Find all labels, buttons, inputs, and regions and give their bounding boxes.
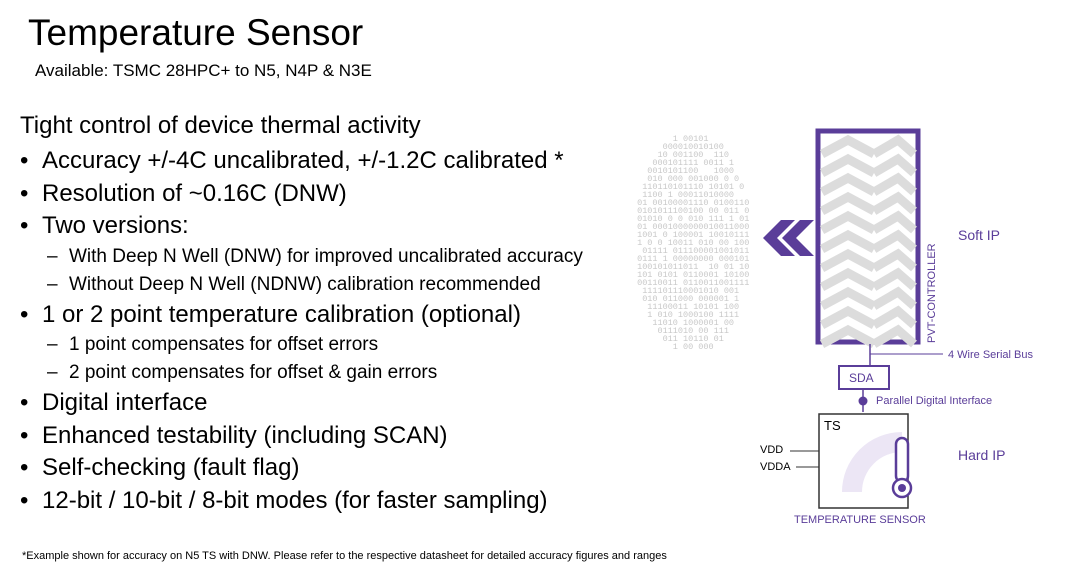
svg-text:111101110001010 001: 111101110001010 001 xyxy=(632,286,749,296)
page-title: Temperature Sensor xyxy=(28,12,364,53)
vdda-label: VDDA xyxy=(760,461,791,473)
vdd-label: VDD xyxy=(760,444,784,456)
feature-subitem: 1 point compensates for offset errors xyxy=(20,331,583,359)
svg-text:1001 0 100001 10010111: 1001 0 100001 10010111 xyxy=(632,230,749,240)
interface-dot-icon xyxy=(858,396,868,406)
svg-text:110110101110 10101 0: 110110101110 10101 0 xyxy=(632,182,749,192)
feature-item: 12-bit / 10-bit / 8-bit modes (for faste… xyxy=(20,485,583,518)
svg-text:1 00 000: 1 00 000 xyxy=(632,342,749,352)
svg-text:101 0101 0110001 10100: 101 0101 0110001 10100 xyxy=(632,270,749,280)
feature-item: Digital interface xyxy=(20,387,583,420)
svg-text:01 0001000000010011000: 01 0001000000010011000 xyxy=(632,222,749,232)
lead-text: Tight control of device thermal activity xyxy=(20,112,421,139)
sensor-caption: TEMPERATURE SENSOR xyxy=(794,514,926,526)
svg-text:0111010 00 111: 0111010 00 111 xyxy=(632,326,749,336)
feature-list: Accuracy +/-4C uncalibrated, +/-1.2C cal… xyxy=(20,145,583,517)
feature-item: Accuracy +/-4C uncalibrated, +/-1.2C cal… xyxy=(20,145,583,178)
svg-text:11010 1000001 00: 11010 1000001 00 xyxy=(632,318,749,328)
feature-subitem: Without Deep N Well (NDNW) calibration r… xyxy=(20,271,583,299)
svg-text:010 011000 000001 1: 010 011000 000001 1 xyxy=(632,294,749,304)
feature-item: Self-checking (fault flag) xyxy=(20,452,583,485)
svg-text:01 00100001110 0100110: 01 00100001110 0100110 xyxy=(632,198,749,208)
binary-pattern-graphic: 1 00101 000010010100 10 001100 110 00010… xyxy=(632,134,749,352)
svg-text:000010010100: 000010010100 xyxy=(632,142,749,152)
svg-text:0010101100 1000: 0010101100 1000 xyxy=(632,166,749,176)
feature-item: 1 or 2 point temperature calibration (op… xyxy=(20,299,583,332)
thermometer-icon xyxy=(842,432,913,499)
svg-text:00110011 0110011001111: 00110011 0110011001111 xyxy=(632,278,749,288)
svg-text:1 0 0 10011 010 00 100: 1 0 0 10011 010 00 100 xyxy=(632,238,749,248)
svg-text:1 00101: 1 00101 xyxy=(632,134,749,144)
ts-label: TS xyxy=(824,418,841,433)
soft-ip-label: Soft IP xyxy=(958,227,1001,243)
svg-text:11100011 10101 100: 11100011 10101 100 xyxy=(632,302,749,312)
footnote: *Example shown for accuracy on N5 TS wit… xyxy=(22,550,667,562)
sda-label: SDA xyxy=(849,371,874,385)
feature-item: Enhanced testability (including SCAN) xyxy=(20,420,583,453)
serial-bus-label: 4 Wire Serial Bus xyxy=(948,349,1033,361)
svg-text:010 000 001000 0 0: 010 000 001000 0 0 xyxy=(632,174,749,184)
svg-text:100101011011 10 01 10: 100101011011 10 01 10 xyxy=(632,262,749,272)
svg-text:011 10110 01: 011 10110 01 xyxy=(632,334,749,344)
feature-item: Resolution of ~0.16C (DNW) xyxy=(20,178,583,211)
feature-item: Two versions: xyxy=(20,210,583,243)
svg-text:000101111 0011 1: 000101111 0011 1 xyxy=(632,158,749,168)
sda-block xyxy=(838,365,890,390)
svg-text:0111 1 00000000 000101: 0111 1 00000000 000101 xyxy=(632,254,749,264)
pvt-controller-block xyxy=(815,128,921,348)
double-chevron-icon xyxy=(763,220,814,256)
svg-text:01010 0 0 010 111 1 01: 01010 0 0 010 111 1 01 xyxy=(632,214,749,224)
svg-text:10 001100 110: 10 001100 110 xyxy=(632,150,749,160)
pvt-controller-label: PVT-CONTROLLER xyxy=(926,243,938,343)
feature-subitem: With Deep N Well (DNW) for improved unca… xyxy=(20,243,583,271)
svg-text:0101011100100 00 011 0: 0101011100100 00 011 0 xyxy=(632,206,749,216)
page-subtitle: Available: TSMC 28HPC+ to N5, N4P & N3E xyxy=(35,61,372,80)
hard-ip-label: Hard IP xyxy=(958,447,1006,463)
parallel-interface-label: Parallel Digital Interface xyxy=(876,395,993,407)
svg-text:01111 011100001001011: 01111 011100001001011 xyxy=(632,246,749,256)
svg-text:1100 1 00011010000: 1100 1 00011010000 xyxy=(632,190,749,200)
svg-text:1 010 1000100 1111: 1 010 1000100 1111 xyxy=(632,310,749,320)
feature-subitem: 2 point compensates for offset & gain er… xyxy=(20,359,583,387)
